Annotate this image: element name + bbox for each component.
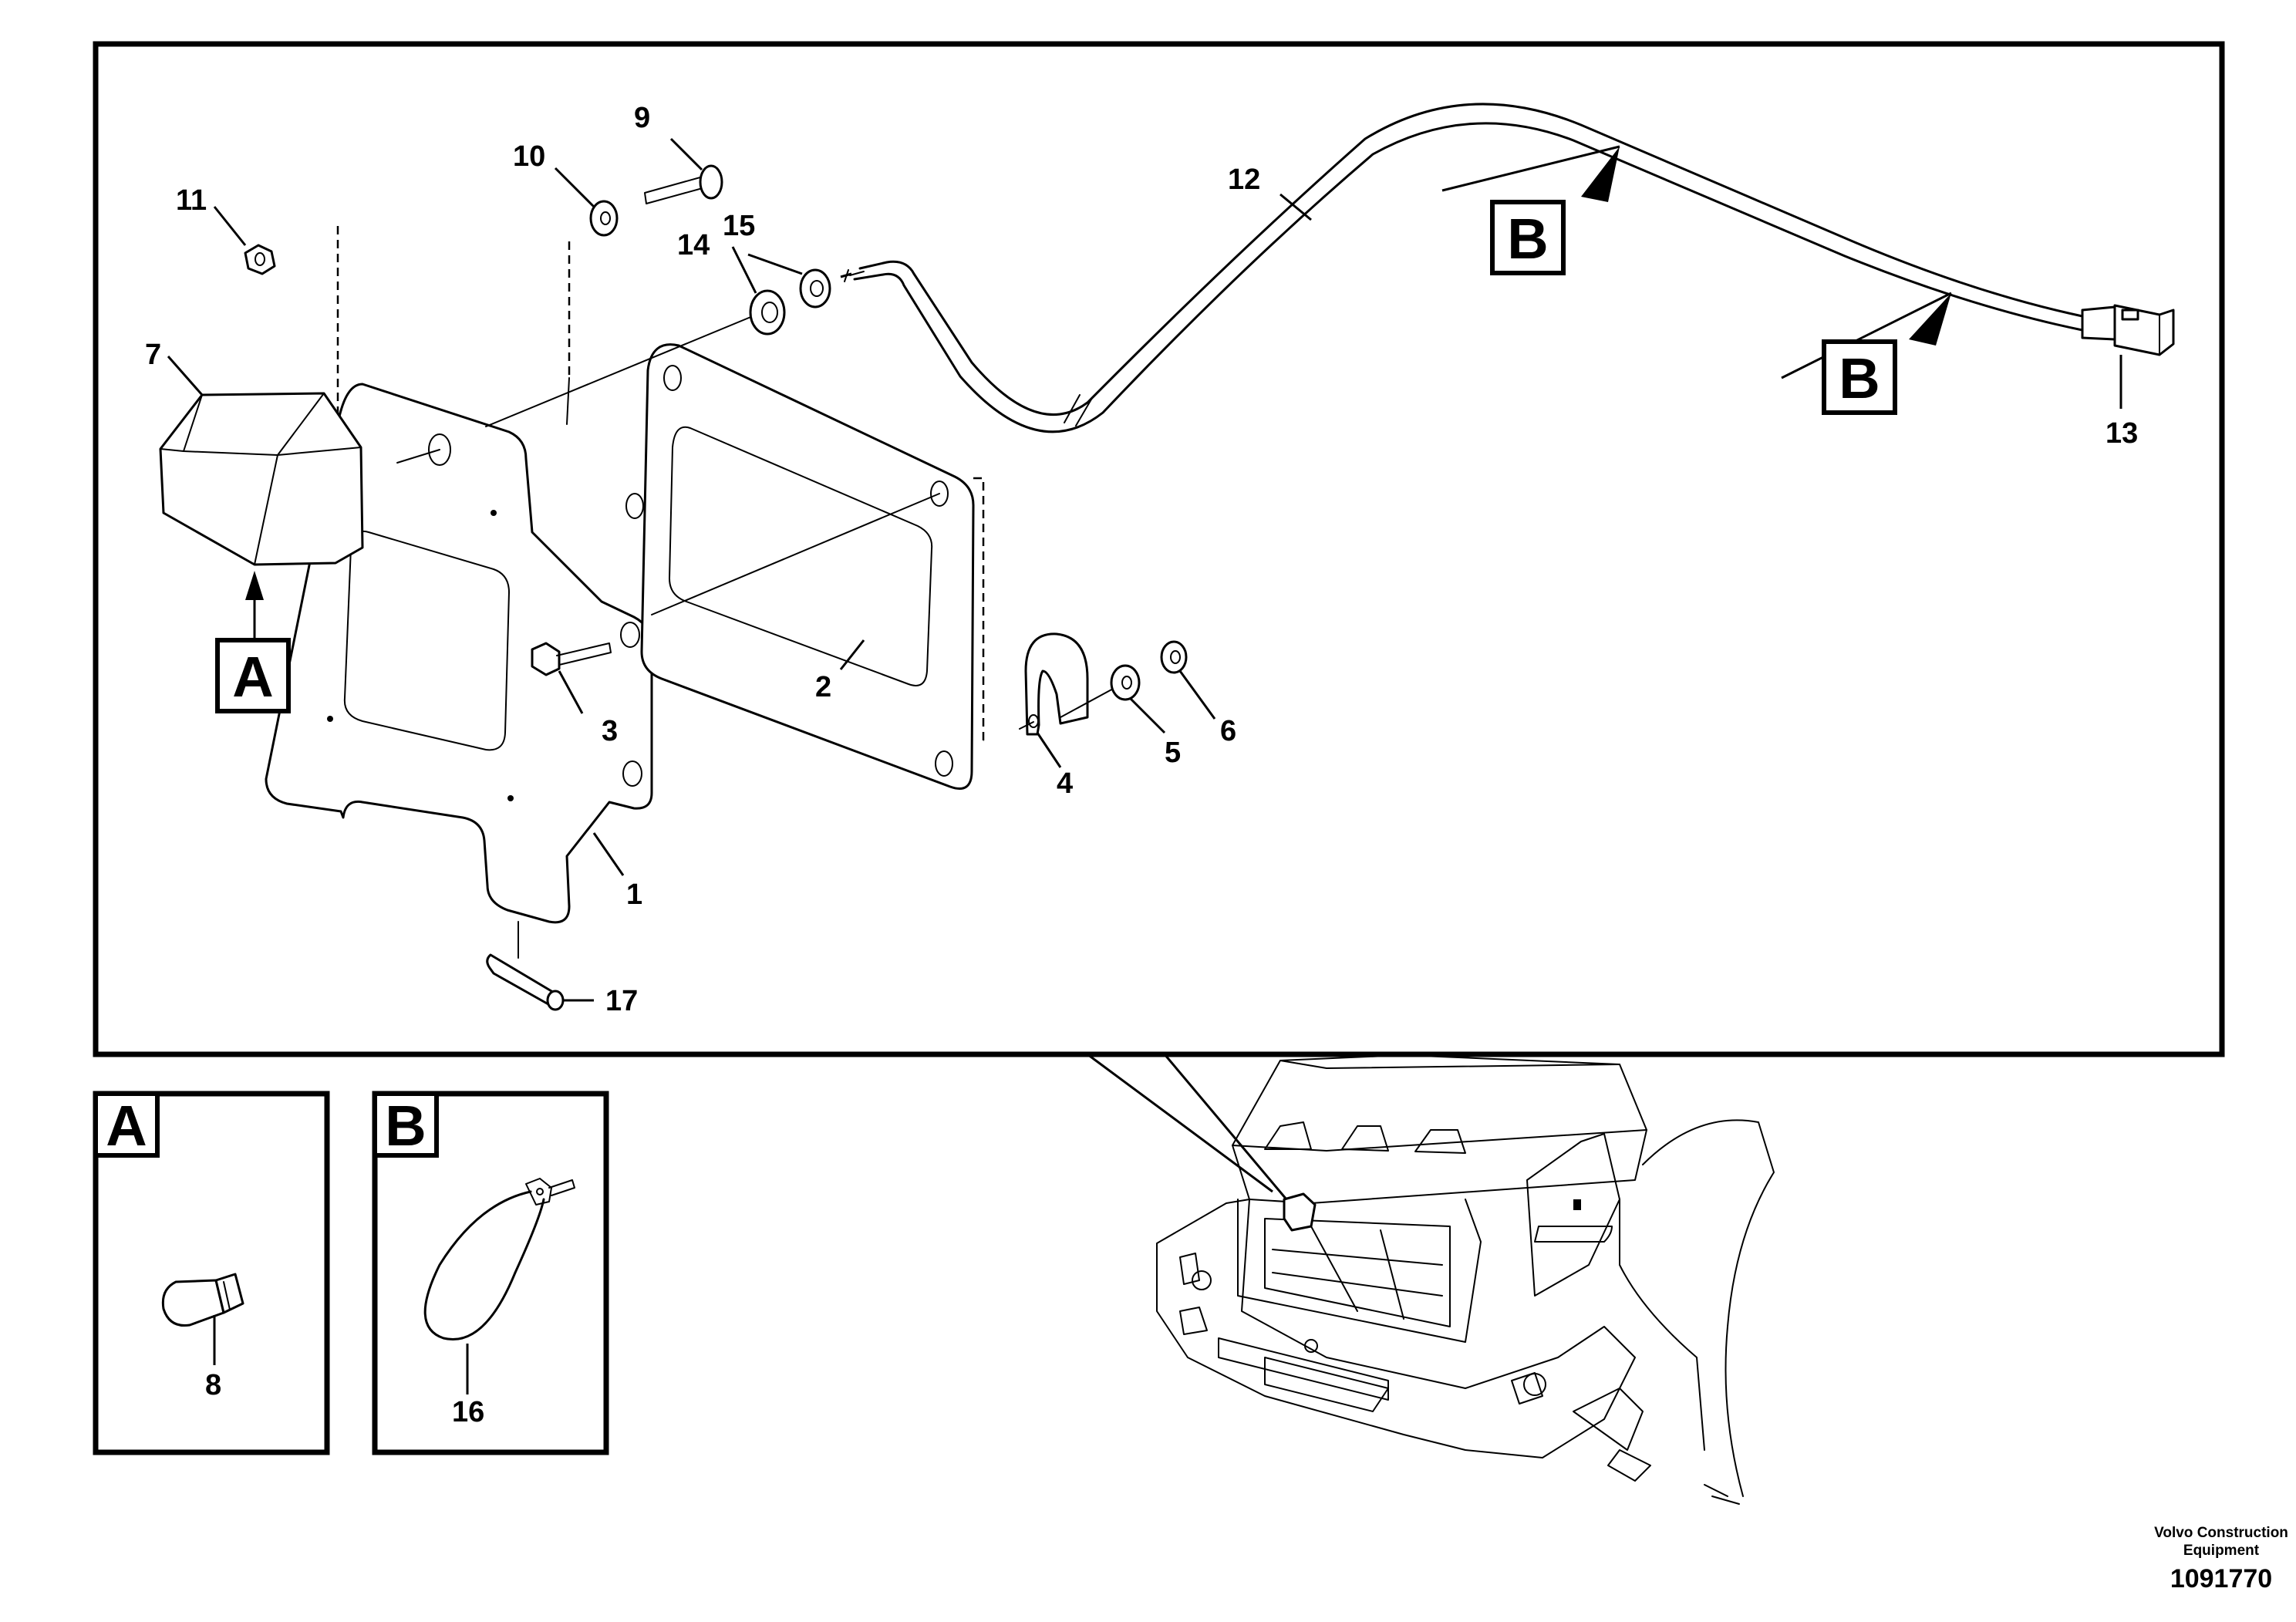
svg-text:A: A xyxy=(106,1094,147,1158)
callout-11: 11 xyxy=(176,184,207,217)
callout-8: 8 xyxy=(205,1369,221,1401)
connector xyxy=(2081,304,2175,356)
ref-box-b-upper: B xyxy=(1490,200,1566,275)
document-number: 1091770 xyxy=(2170,1564,2272,1593)
nut-6 xyxy=(1160,640,1188,674)
callout-4: 4 xyxy=(1057,767,1073,800)
leader-lines xyxy=(167,137,2122,1002)
nut-11 xyxy=(244,244,276,275)
svg-text:B: B xyxy=(1507,207,1548,271)
svg-text:A: A xyxy=(232,645,273,709)
detail-view-a: A xyxy=(93,1091,330,1455)
brand-line-2: Equipment xyxy=(2183,1543,2260,1559)
svg-text:B: B xyxy=(385,1094,426,1158)
callout-numbers: 1 2 3 4 5 6 7 8 9 10 11 12 13 14 15 16 1… xyxy=(145,102,2138,1428)
spacer-sleeve xyxy=(486,921,565,1011)
cable-tie xyxy=(423,1178,575,1340)
grommet-14 xyxy=(749,289,786,336)
detail-view-b: B xyxy=(372,1091,609,1455)
bolt xyxy=(531,642,612,676)
callout-9: 9 xyxy=(634,102,650,134)
callout-7: 7 xyxy=(145,339,161,371)
callout-12: 12 xyxy=(1228,164,1260,196)
callout-1: 1 xyxy=(626,878,642,911)
screw-9 xyxy=(644,164,723,204)
callout-16: 16 xyxy=(452,1396,484,1428)
machine-overview xyxy=(1087,1053,1775,1505)
callout-14: 14 xyxy=(677,229,710,261)
callout-5: 5 xyxy=(1165,737,1181,769)
publisher-block: Volvo Construction Equipment 1091770 xyxy=(2154,1525,2288,1593)
callout-17: 17 xyxy=(605,985,638,1017)
washer-10 xyxy=(589,200,619,237)
main-detail-frame xyxy=(93,41,2225,1057)
callout-10: 10 xyxy=(513,140,545,173)
cable-harness xyxy=(840,103,2084,433)
callout-13: 13 xyxy=(2106,417,2138,450)
callout-6: 6 xyxy=(1220,715,1236,747)
svg-text:B: B xyxy=(1839,346,1880,410)
cable-clamp xyxy=(1019,632,1115,736)
grommet-15 xyxy=(799,268,831,309)
ref-box-a: A xyxy=(215,638,291,713)
bulb xyxy=(161,1273,244,1327)
ref-arrow-b-lower xyxy=(1909,293,1951,346)
callout-2: 2 xyxy=(815,671,831,703)
callout-3: 3 xyxy=(602,715,618,747)
lamp-housing xyxy=(159,392,364,566)
callout-15: 15 xyxy=(723,210,755,242)
washer-5 xyxy=(1110,664,1141,701)
brand-line-1: Volvo Construction xyxy=(2154,1525,2288,1541)
gasket xyxy=(625,343,975,790)
ref-arrow-a xyxy=(245,571,264,600)
ref-arrow-b-upper xyxy=(1581,147,1620,202)
ref-box-b-lower: B xyxy=(1822,339,1897,415)
